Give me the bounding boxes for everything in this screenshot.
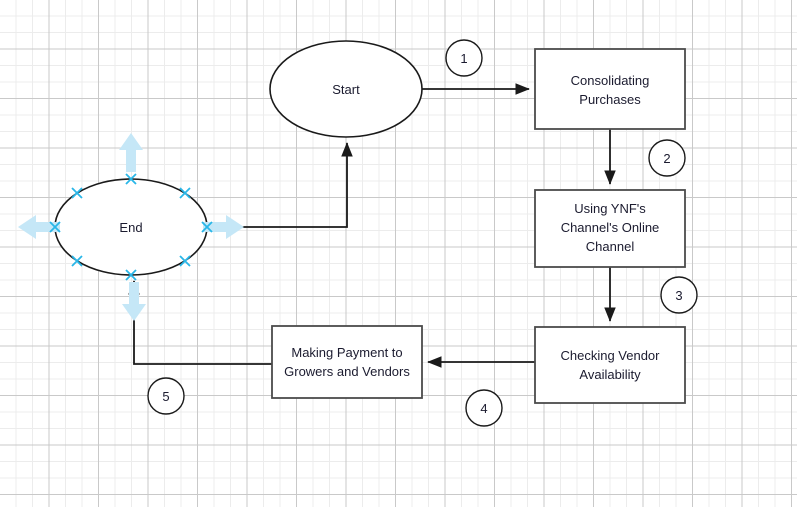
- direction-arrow-right-icon[interactable]: [203, 215, 244, 239]
- step-marker-1-label: 1: [460, 51, 467, 66]
- node-end-label: End: [119, 220, 142, 235]
- node-ynf-line-1: Using YNF's: [574, 201, 646, 216]
- node-start-label: Start: [332, 82, 360, 97]
- node-checking-line-2: Availability: [579, 367, 641, 382]
- direction-arrow-down-icon[interactable]: [122, 282, 146, 321]
- step-marker-2[interactable]: 2: [648, 139, 686, 177]
- step-marker-2-label: 2: [663, 151, 670, 166]
- step-marker-4[interactable]: 4: [465, 389, 503, 427]
- connection-handle-left[interactable]: [49, 221, 61, 233]
- step-marker-5-label: 5: [162, 389, 169, 404]
- edge-payment-to-end[interactable]: [128, 280, 272, 365]
- node-making-payment[interactable]: Making Payment to Growers and Vendors: [271, 325, 423, 399]
- edge-end-to-start[interactable]: [207, 142, 353, 228]
- connection-handle-bottom[interactable]: [125, 269, 137, 281]
- step-marker-3-label: 3: [675, 288, 682, 303]
- node-checking-vendor-availability[interactable]: Checking Vendor Availability: [534, 326, 686, 404]
- node-using-ynf-online-channel[interactable]: Using YNF's Channel's Online Channel: [534, 189, 686, 268]
- connection-handle-right[interactable]: [201, 221, 213, 233]
- connection-handle-top-left[interactable]: [71, 187, 83, 199]
- connection-handle-bottom-right[interactable]: [179, 255, 191, 267]
- direction-arrow-up-icon[interactable]: [119, 133, 143, 172]
- node-consolidating-purchases[interactable]: Consolidating Purchases: [534, 48, 686, 130]
- step-marker-1[interactable]: 1: [445, 39, 483, 77]
- node-payment-line-1: Making Payment to: [291, 345, 402, 360]
- step-marker-4-label: 4: [480, 401, 487, 416]
- connection-handle-bottom-left[interactable]: [71, 255, 83, 267]
- node-consolidating-line-1: Consolidating: [571, 73, 650, 88]
- connection-handle-top[interactable]: [125, 173, 137, 185]
- node-payment-line-2: Growers and Vendors: [284, 364, 410, 379]
- node-ynf-line-3: Channel: [586, 239, 635, 254]
- step-marker-5[interactable]: 5: [147, 377, 185, 415]
- step-marker-3[interactable]: 3: [660, 276, 698, 314]
- node-ynf-line-2: Channel's Online: [561, 220, 660, 235]
- direction-arrow-left-icon[interactable]: [18, 215, 60, 239]
- node-checking-line-1: Checking Vendor: [560, 348, 660, 363]
- selection-overlay-end[interactable]: [18, 133, 244, 321]
- node-consolidating-line-2: Purchases: [579, 92, 641, 107]
- node-start[interactable]: Start: [269, 40, 423, 138]
- connection-handle-top-right[interactable]: [179, 187, 191, 199]
